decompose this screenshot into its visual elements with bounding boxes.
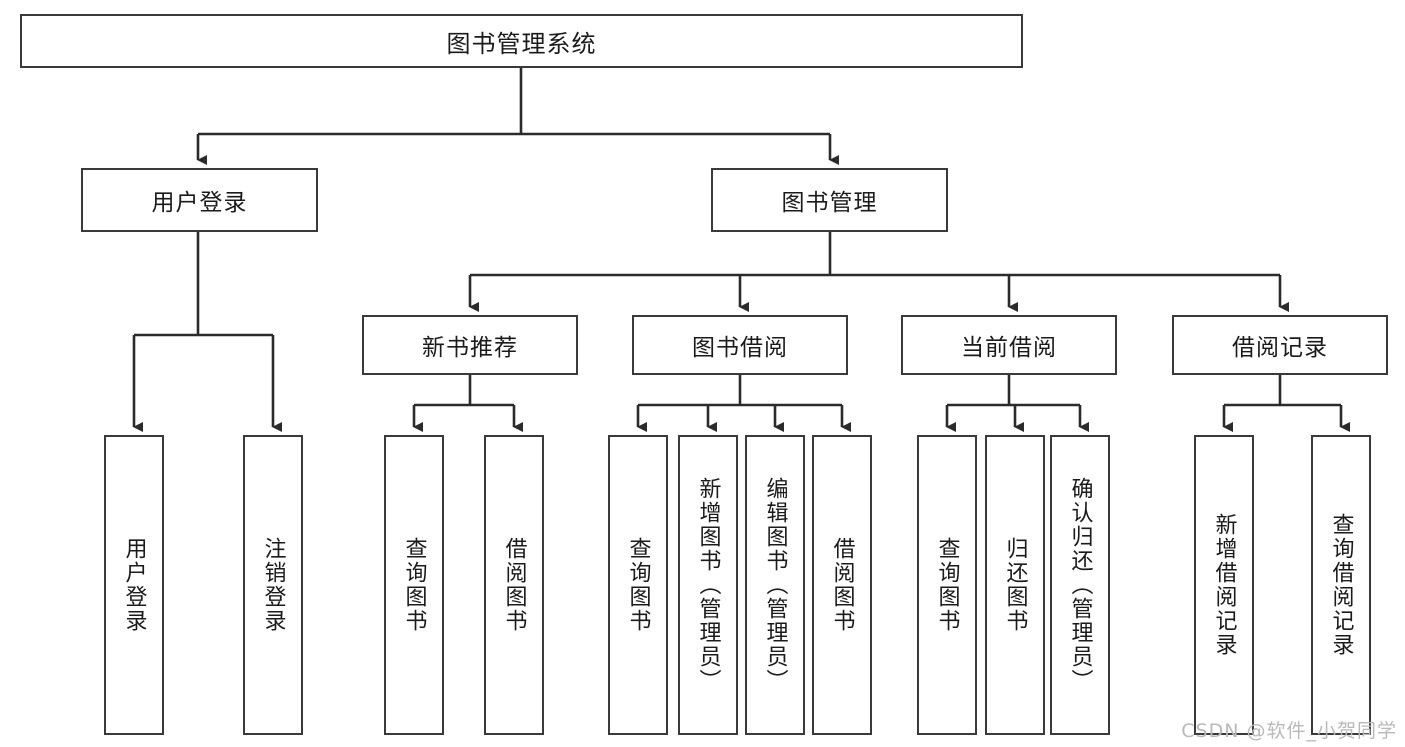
node-leaf-query-record-label: 查询借阅记录 bbox=[1328, 513, 1354, 657]
node-current-borrow-label: 当前借阅 bbox=[961, 335, 1057, 361]
node-leaf-query-book-2[interactable]: 查询图书 bbox=[608, 435, 668, 735]
node-book-borrow-label: 图书借阅 bbox=[692, 335, 788, 361]
node-book-manage[interactable]: 图书管理 bbox=[711, 168, 948, 232]
node-leaf-confirm-return-label: 确认归还（管理员） bbox=[1067, 477, 1093, 693]
node-user-login[interactable]: 用户登录 bbox=[81, 168, 318, 232]
node-leaf-user-login[interactable]: 用户登录 bbox=[104, 435, 164, 735]
node-leaf-add-record[interactable]: 新增借阅记录 bbox=[1194, 435, 1254, 735]
node-leaf-add-record-label: 新增借阅记录 bbox=[1211, 513, 1237, 657]
node-borrow-record[interactable]: 借阅记录 bbox=[1172, 315, 1388, 375]
node-root-label: 图书管理系统 bbox=[446, 29, 597, 58]
node-current-borrow[interactable]: 当前借阅 bbox=[901, 315, 1117, 375]
node-leaf-confirm-return[interactable]: 确认归还（管理员） bbox=[1050, 435, 1110, 735]
node-leaf-query-book-2-label: 查询图书 bbox=[625, 537, 651, 633]
node-new-book-rec-label: 新书推荐 bbox=[422, 335, 518, 361]
node-leaf-query-record[interactable]: 查询借阅记录 bbox=[1311, 435, 1371, 735]
node-user-login-label: 用户登录 bbox=[151, 190, 248, 216]
node-leaf-borrow-book-1[interactable]: 借阅图书 bbox=[484, 435, 544, 735]
node-borrow-record-label: 借阅记录 bbox=[1232, 335, 1328, 361]
node-leaf-query-book-3[interactable]: 查询图书 bbox=[917, 435, 977, 735]
node-leaf-logout-label: 注销登录 bbox=[260, 537, 286, 633]
node-leaf-add-book-label: 新增图书（管理员） bbox=[695, 477, 721, 693]
node-leaf-edit-book[interactable]: 编辑图书（管理员） bbox=[745, 435, 805, 735]
node-root[interactable]: 图书管理系统 bbox=[20, 14, 1023, 68]
node-leaf-return-book-label: 归还图书 bbox=[1002, 537, 1028, 633]
node-leaf-edit-book-label: 编辑图书（管理员） bbox=[762, 477, 788, 693]
node-leaf-logout[interactable]: 注销登录 bbox=[243, 435, 303, 735]
node-leaf-return-book[interactable]: 归还图书 bbox=[985, 435, 1045, 735]
node-new-book-rec[interactable]: 新书推荐 bbox=[362, 315, 578, 375]
node-leaf-borrow-book-1-label: 借阅图书 bbox=[501, 537, 527, 633]
node-leaf-query-book-1[interactable]: 查询图书 bbox=[384, 435, 444, 735]
node-leaf-borrow-book-2[interactable]: 借阅图书 bbox=[812, 435, 872, 735]
node-leaf-query-book-3-label: 查询图书 bbox=[934, 537, 960, 633]
node-leaf-query-book-1-label: 查询图书 bbox=[401, 537, 427, 633]
node-leaf-borrow-book-2-label: 借阅图书 bbox=[829, 537, 855, 633]
node-leaf-add-book[interactable]: 新增图书（管理员） bbox=[678, 435, 738, 735]
node-leaf-user-login-label: 用户登录 bbox=[121, 537, 147, 633]
node-book-borrow[interactable]: 图书借阅 bbox=[632, 315, 848, 375]
node-book-manage-label: 图书管理 bbox=[781, 190, 878, 216]
